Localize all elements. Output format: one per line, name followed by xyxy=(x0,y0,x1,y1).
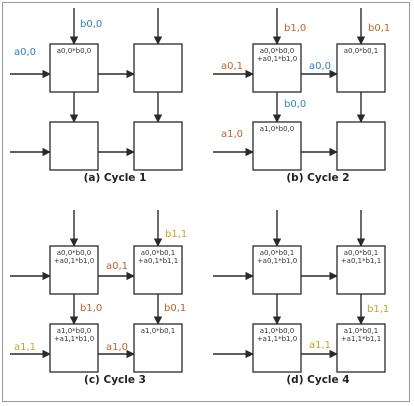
operand-label: b0,1 xyxy=(368,23,390,34)
operand-label: a0,1 xyxy=(221,61,243,72)
panel-caption: (c) Cycle 3 xyxy=(84,374,146,386)
operand-label: a1,1 xyxy=(14,342,36,353)
pe-accumulator-text: +a0,1*b1,0 xyxy=(54,257,94,265)
pe-accumulator-text: a1,0*b0,0 xyxy=(260,327,295,335)
operand-label: b0,1 xyxy=(164,303,186,314)
panel-4: a0,0*b0,1+a0,1*b1,0a0,0*b0,1+a0,1*b1,1a1… xyxy=(213,210,389,386)
operand-label: a0,0 xyxy=(14,47,36,58)
processing-element xyxy=(49,121,99,171)
processing-element xyxy=(336,323,386,373)
processing-element xyxy=(49,323,99,373)
pe-accumulator-text: +a1,1*b1,1 xyxy=(341,335,381,343)
processing-element xyxy=(252,121,302,171)
panel-caption: (a) Cycle 1 xyxy=(84,172,147,184)
processing-element xyxy=(252,43,302,93)
operand-label: a0,0 xyxy=(309,61,331,72)
pe-accumulator-text: a0,0*b0,0 xyxy=(57,249,92,257)
pe-accumulator-text: a1,0*b0,0 xyxy=(260,125,295,133)
panel-1: a0,0*b0,0 b0,0 a0,0 (a) Cycle 1 xyxy=(10,8,183,184)
operand-label: b0,0 xyxy=(284,99,306,110)
processing-element xyxy=(49,245,99,295)
operand-label: a1,0 xyxy=(221,129,243,140)
operand-label: a1,0 xyxy=(106,342,128,353)
operand-label: b1,1 xyxy=(367,304,389,315)
pe-accumulator-text: +a1,1*b1,0 xyxy=(54,335,94,343)
pe-accumulator-text: a0,0*b0,1 xyxy=(260,249,295,257)
processing-element xyxy=(133,43,183,93)
pe-accumulator-text: a0,0*b0,0 xyxy=(57,47,92,55)
processing-element xyxy=(252,245,302,295)
pe-accumulator-text: a0,0*b0,0 xyxy=(260,47,295,55)
pe-accumulator-text: +a0,1*b1,1 xyxy=(138,257,178,265)
pe-accumulator-text: a0,0*b0,1 xyxy=(141,249,176,257)
processing-element xyxy=(49,43,99,93)
pe-accumulator-text: a1,0*b0,1 xyxy=(141,327,176,335)
processing-element xyxy=(336,245,386,295)
operand-label: b0,0 xyxy=(80,19,102,30)
processing-element xyxy=(336,121,386,171)
pe-accumulator-text: +a0,1*b1,1 xyxy=(341,257,381,265)
processing-element xyxy=(252,323,302,373)
pe-accumulator-text: a0,0*b0,1 xyxy=(344,249,379,257)
pe-accumulator-text: a1,0*b0,0 xyxy=(57,327,92,335)
operand-label: b1,0 xyxy=(284,23,306,34)
panel-caption: (d) Cycle 4 xyxy=(286,374,349,386)
panel-2: a0,0*b0,0+a0,1*b1,0 a0,0*b0,1 a1,0*b0,0 b1,… xyxy=(213,8,390,184)
operand-label: a0,1 xyxy=(106,261,128,272)
processing-element xyxy=(336,43,386,93)
pe-accumulator-text: +a1,1*b1,0 xyxy=(257,335,297,343)
operand-label: a1,1 xyxy=(309,340,331,351)
operand-label: b1,0 xyxy=(80,303,102,314)
operand-label: b1,1 xyxy=(165,229,187,240)
pe-accumulator-text: a1,0*b0,1 xyxy=(344,327,379,335)
pe-accumulator-text: a0,0*b0,1 xyxy=(344,47,379,55)
pe-accumulator-text: +a0,1*b1,0 xyxy=(257,55,297,63)
processing-element xyxy=(133,121,183,171)
processing-element xyxy=(133,245,183,295)
processing-element xyxy=(133,323,183,373)
pe-accumulator-text: +a0,1*b1,0 xyxy=(257,257,297,265)
panel-3: a0,0*b0,0+a0,1*b1,0 a0,0*b0,1+a0,1*b1,1 a1… xyxy=(10,210,187,386)
panel-caption: (b) Cycle 2 xyxy=(286,172,349,184)
